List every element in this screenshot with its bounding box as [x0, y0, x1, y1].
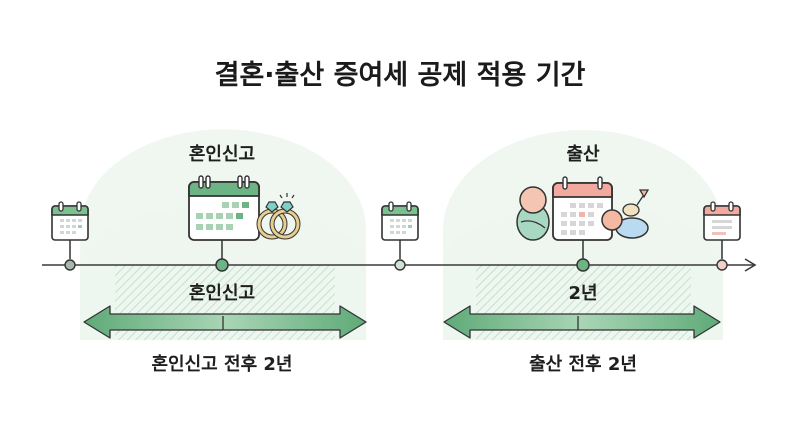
marriage-event-label: 혼인신고 — [189, 143, 255, 165]
marriage-point — [215, 258, 229, 272]
swaddled-baby-icon — [516, 186, 550, 241]
wedding-rings-icon — [256, 193, 301, 240]
calendar-icon-after-marriage — [381, 201, 419, 271]
calendar-icon-before-marriage — [51, 201, 89, 271]
calendar-icon-after-birth — [703, 201, 741, 271]
birth-point — [576, 258, 590, 272]
timeline-point — [716, 259, 728, 271]
timeline-point — [394, 259, 406, 271]
timeline-point — [64, 259, 76, 271]
marriage-center-label: 혼인신고 — [189, 282, 255, 304]
page-title: 결혼·출산 증여세 공제 적용 기간 — [215, 60, 586, 91]
marriage-calendar-icon — [188, 175, 260, 272]
birth-calendar-icon — [552, 176, 613, 272]
birth-event-label: 출산 — [566, 144, 600, 165]
marriage-range-arrow — [83, 305, 367, 339]
marriage-range-label: 혼인신고 전후 2년 — [152, 353, 293, 375]
birth-center-label: 2년 — [568, 283, 597, 304]
birth-range-arrow — [443, 305, 721, 339]
crawling-baby-icon — [601, 189, 650, 239]
birth-range-label: 출산 전후 2년 — [529, 354, 637, 375]
